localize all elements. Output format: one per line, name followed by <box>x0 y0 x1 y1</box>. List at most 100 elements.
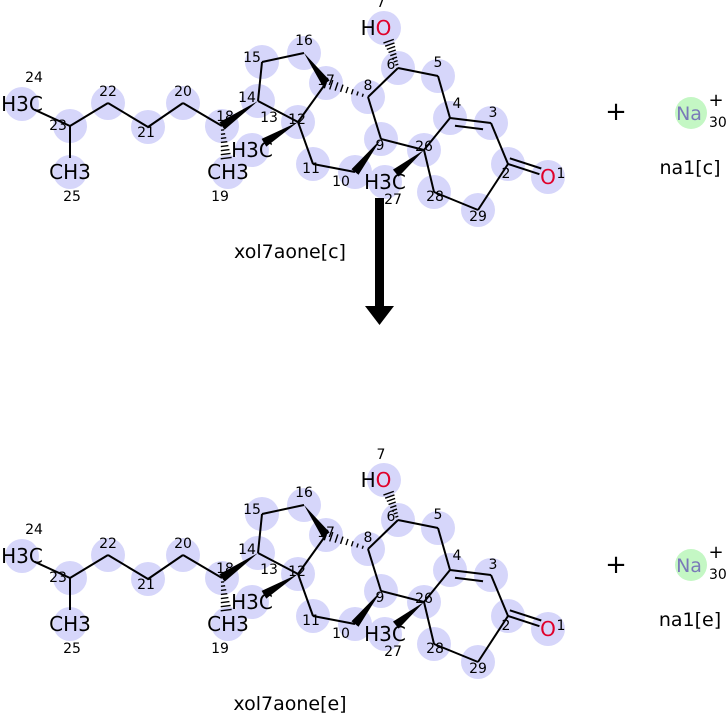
ion-charge: + <box>708 90 723 111</box>
bond-26-4 <box>423 569 451 603</box>
bond-3-4-second <box>454 124 484 131</box>
atom-number-10: 10 <box>332 174 350 190</box>
atom-number-11: 11 <box>302 161 320 177</box>
atom-number-11: 11 <box>302 613 320 629</box>
bond-6-8 <box>367 519 399 550</box>
atom-label-19: CH3 <box>207 612 249 636</box>
atom-number-16: 16 <box>295 33 313 49</box>
atom-label-24: H3C <box>1 544 43 568</box>
hash-bond-6-7 <box>383 490 395 496</box>
bond-14-15 <box>257 513 263 554</box>
atom-label-7: HO <box>361 468 392 492</box>
reaction-arrow-head <box>365 306 394 325</box>
hash-bond-18-19 <box>220 152 231 156</box>
atom-number-27: 27 <box>384 192 402 208</box>
bond-10-11 <box>312 163 356 173</box>
hash-bond-6-7 <box>384 494 395 499</box>
atom-label-27: H3C <box>364 622 406 646</box>
atom-number-17: 17 <box>317 525 335 541</box>
bond-26-28 <box>423 149 435 193</box>
atom-number-7: 7 <box>377 447 386 463</box>
wedge-bond-9-10 <box>351 591 381 627</box>
hash-bond-8-17 <box>323 77 329 89</box>
reactant-ion-name: na1[c] <box>659 157 721 179</box>
atom-number-7: 7 <box>377 0 386 11</box>
bond-9-26 <box>380 590 425 603</box>
bond-3-4 <box>449 117 492 124</box>
atom-number-19: 19 <box>211 189 229 205</box>
bond-20-21 <box>147 554 184 580</box>
atom-number-2: 2 <box>502 618 511 634</box>
plus-sign-reactants: + <box>605 97 627 127</box>
hash-bond-18-19 <box>220 589 227 592</box>
atom-highlight-7 <box>367 463 401 497</box>
atom-highlight-25 <box>53 155 87 189</box>
bond-22-23 <box>69 554 109 579</box>
atom-number-25: 25 <box>63 641 81 657</box>
atom-number-15: 15 <box>243 502 261 518</box>
hash-bond-6-7 <box>386 497 396 503</box>
bond-3-4-second <box>454 576 484 583</box>
atom-label-24: H3C <box>1 92 43 116</box>
bond-8-9 <box>367 96 382 140</box>
hash-bond-6-7 <box>393 59 398 63</box>
atom-label-hydrogen: H <box>361 468 376 492</box>
hash-bond-18-19 <box>220 600 230 604</box>
hash-bond-6-7 <box>395 63 399 66</box>
hash-bond-8-17 <box>329 531 334 542</box>
plus-sign-products: + <box>605 550 627 580</box>
wedge-bond-12-13 <box>261 574 298 599</box>
bond-21-22 <box>107 102 149 128</box>
bond-12-17 <box>297 82 327 123</box>
hash-bond-6-7 <box>384 42 395 47</box>
bond-23-24 <box>34 108 71 127</box>
atom-number-9: 9 <box>376 138 385 154</box>
bond-29-2 <box>477 163 509 211</box>
wedge-bond-26-27 <box>392 150 424 177</box>
atom-number-8: 8 <box>364 530 373 546</box>
atom-highlight-27 <box>368 165 402 199</box>
wedge-bond-14-18 <box>219 553 258 582</box>
hash-bond-6-7 <box>383 38 395 44</box>
bond-12-14 <box>257 100 299 123</box>
atom-label-oxygen: O <box>376 16 392 40</box>
bond-12-14 <box>257 552 299 575</box>
bond-9-26 <box>380 138 425 151</box>
atom-number-26: 26 <box>415 591 433 607</box>
bond-10-11 <box>312 615 356 625</box>
hash-bond-18-19 <box>220 604 231 608</box>
atom-highlight-24 <box>5 87 39 121</box>
hash-bond-8-17 <box>345 538 349 546</box>
atom-label-13: H3C <box>231 138 273 162</box>
bond-1-2-second <box>509 157 542 170</box>
atom-label-7: HO <box>361 16 392 40</box>
atom-number-8: 8 <box>364 78 373 94</box>
bond-3-4 <box>449 569 492 576</box>
hash-bond-18-19 <box>220 140 228 144</box>
hash-bond-8-17 <box>329 79 334 90</box>
atom-number-14: 14 <box>238 90 256 106</box>
hash-bond-6-7 <box>391 508 398 512</box>
atom-number-22: 22 <box>99 84 117 100</box>
hash-bond-18-19 <box>220 596 229 600</box>
hash-bond-8-17 <box>334 534 339 543</box>
atom-number-13: 13 <box>260 562 278 578</box>
hash-bond-8-17 <box>323 529 329 541</box>
hash-bond-8-17 <box>339 536 344 545</box>
hash-bond-18-19 <box>220 144 229 148</box>
atom-number-24: 24 <box>25 70 43 86</box>
ion-number: 30 <box>709 115 726 131</box>
atom-number-27: 27 <box>384 644 402 660</box>
atom-number-12: 12 <box>288 112 306 128</box>
bond-11-12 <box>297 121 314 165</box>
wedge-bond-16-17 <box>304 53 330 86</box>
bond-2-3 <box>490 574 509 617</box>
atom-number-6: 6 <box>387 509 396 525</box>
reactant-sodium-ion: Na+30 <box>675 90 726 131</box>
wedge-bond-12-13 <box>261 122 298 147</box>
atom-label-25: CH3 <box>49 612 91 636</box>
bond-22-23 <box>69 102 109 127</box>
bond-21-22 <box>107 554 149 580</box>
atom-number-28: 28 <box>426 641 444 657</box>
